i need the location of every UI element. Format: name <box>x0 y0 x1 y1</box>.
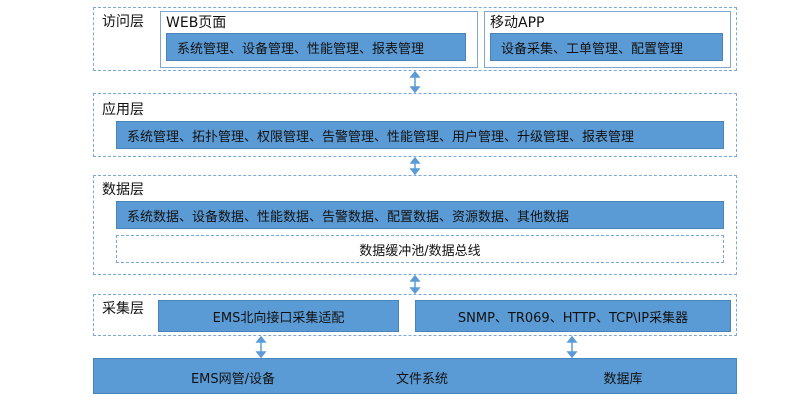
data-layer-title: 数据层 <box>102 182 144 198</box>
file-system-label: 文件系统 <box>395 372 449 387</box>
mobile-app-functions-bar: 设备采集、工单管理、配置管理 <box>490 33 723 61</box>
web-page-title: WEB页面 <box>166 15 227 31</box>
database-label: 数据库 <box>603 372 643 387</box>
data-cache-bus-box: 数据缓冲池/数据总线 <box>116 235 724 263</box>
application-functions-bar: 系统管理、拓扑管理、权限管理、告警管理、性能管理、用户管理、升级管理、报表管理 <box>116 121 724 149</box>
ems-device-label: EMS网管/设备 <box>190 372 276 387</box>
data-types-bar: 系统数据、设备数据、性能数据、告警数据、配置数据、资源数据、其他数据 <box>116 201 724 229</box>
ems-northbound-adapter: EMS北向接口采集适配 <box>158 300 399 332</box>
mobile-app-title: 移动APP <box>490 15 545 31</box>
application-layer-title: 应用层 <box>102 102 144 118</box>
infrastructure-bar <box>93 358 737 394</box>
collection-layer-title: 采集层 <box>102 301 144 317</box>
protocol-collectors: SNMP、TR069、HTTP、TCP\IP采集器 <box>415 300 731 332</box>
web-functions-bar: 系统管理、设备管理、性能管理、报表管理 <box>166 33 466 61</box>
access-layer-title: 访问层 <box>102 14 144 30</box>
